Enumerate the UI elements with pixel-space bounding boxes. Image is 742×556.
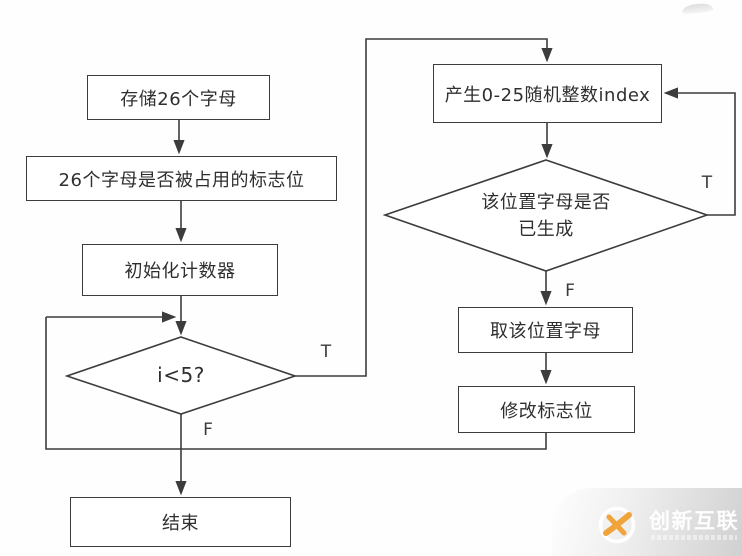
edge-modify-loopback (45, 317, 547, 450)
node-flag-bits-label: 26个字母是否被占用的标志位 (58, 169, 305, 191)
node-take-letter: 取该位置字母 (458, 307, 633, 353)
branch-label-right-false: F (565, 281, 575, 301)
node-modify-flag-label: 修改标志位 (500, 400, 593, 422)
branch-label-right-true: T (701, 173, 713, 193)
decision-loop-condition-label: i<5? (157, 363, 205, 387)
edge-condition-true-to-generate (295, 38, 553, 377)
brand-watermark: 创新互联 (552, 488, 742, 556)
node-flag-bits: 26个字母是否被占用的标志位 (26, 156, 337, 201)
node-generate-random-index: 产生0-25随机整数index (433, 64, 662, 123)
node-init-counter-label: 初始化计数器 (124, 261, 236, 282)
brand-logo-icon (598, 506, 636, 544)
branch-label-left-false: F (203, 420, 213, 440)
brand-watermark-text: 创新互联 (649, 509, 739, 533)
node-store-letters-label: 存储26个字母 (120, 88, 237, 110)
node-end-label: 结束 (162, 513, 199, 534)
node-end: 结束 (70, 497, 291, 547)
brand-watermark-tagline (651, 535, 737, 540)
node-modify-flag: 修改标志位 (458, 386, 635, 433)
node-store-letters: 存储26个字母 (87, 75, 270, 120)
node-generate-random-index-label: 产生0-25随机整数index (444, 84, 651, 106)
edge-check-true-to-generate (663, 87, 736, 216)
branch-label-left-true: T (320, 342, 332, 362)
node-init-counter: 初始化计数器 (82, 244, 278, 296)
decision-letter-generated-label: 该位置字母是否 已生成 (481, 192, 611, 240)
node-take-letter-label: 取该位置字母 (490, 321, 601, 342)
